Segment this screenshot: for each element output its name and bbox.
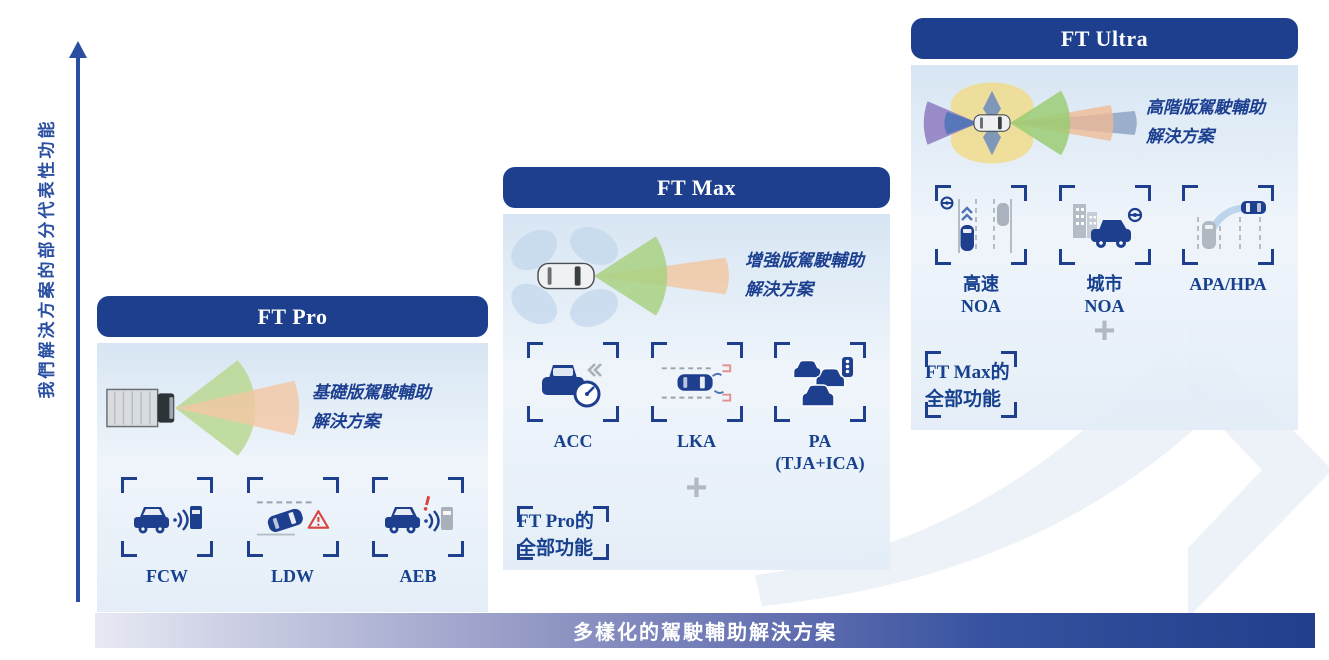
- feature-item-fcw: FCW: [117, 477, 217, 587]
- aeb-automatic-emergency-braking-icon: [385, 495, 453, 534]
- product-card-ft-ultra: FT Ultra: [911, 18, 1298, 430]
- inherited-features-box: FT Pro的全部功能: [517, 506, 609, 560]
- inherited-features-label: FT Pro的全部功能: [517, 511, 594, 559]
- feature-frame: [774, 342, 866, 422]
- solution-description: 高階版駕駛輔助 解決方案: [1146, 98, 1265, 146]
- pa-traffic-jam-assist-icon: [793, 357, 853, 407]
- card-title: FT Ultra: [1060, 25, 1149, 51]
- feature-label: FCW: [146, 566, 188, 586]
- product-card-ft-pro: FT Pro 基礎版駕駛輔助 解決方案: [97, 296, 488, 612]
- feature-label: LDW: [270, 566, 314, 586]
- capability-axis-line: [76, 56, 80, 602]
- feature-frame: [650, 342, 743, 422]
- feature-item-apa-hpa: APA/HPA: [1178, 185, 1278, 295]
- plus-icon: +: [685, 467, 708, 509]
- inherited-features-box: FT Max的全部功能: [925, 350, 1017, 418]
- feature-label: AEB: [399, 566, 437, 586]
- bottom-banner: 多樣化的駕駛輔助解決方案: [95, 613, 1315, 648]
- city-noa-icon: [1072, 204, 1142, 248]
- apa-hpa-auto-parking-icon: [1197, 201, 1266, 253]
- car-360-multi-sensor-icon: [923, 82, 1137, 164]
- sensor-row: 基礎版駕駛輔助 解決方案: [97, 349, 488, 467]
- feature-label: 城市 NOA: [1084, 274, 1125, 316]
- card-title: FT Pro: [257, 303, 328, 329]
- solution-description: 增強版駕駛輔助 解決方案: [745, 251, 864, 299]
- highway-noa-icon: [940, 196, 1012, 253]
- feature-label: 高速 NOA: [961, 274, 1001, 316]
- card-header: FT Ultra: [911, 18, 1298, 59]
- feature-frame: [372, 477, 464, 557]
- capability-axis-label: 我們解決方案的部分代表性功能: [37, 118, 57, 399]
- truck-front-sensor-cones-icon: [106, 360, 300, 456]
- sensor-row: 增強版駕駛輔助 解決方案: [503, 220, 890, 332]
- feature-item-pa: PA (TJA+ICA): [770, 342, 870, 474]
- feature-item-highway-noa: 高速 NOA: [931, 185, 1031, 317]
- card-body: 高階版駕駛輔助 解決方案: [911, 65, 1298, 430]
- fcw-forward-collision-warning-icon: [134, 506, 202, 534]
- features-row: 高速 NOA: [911, 185, 1298, 317]
- card-body: 基礎版駕駛輔助 解決方案: [97, 343, 488, 612]
- acc-adaptive-cruise-icon: [542, 363, 602, 408]
- feature-frame: [935, 185, 1027, 265]
- feature-item-city-noa: 城市 NOA: [1055, 185, 1155, 317]
- card-header: FT Pro: [97, 296, 488, 337]
- feature-label: ACC: [553, 431, 593, 451]
- features-row: FCW: [97, 477, 488, 587]
- inherited-features-label: FT Max的全部功能: [925, 362, 1010, 411]
- feature-item-ldw: LDW: [243, 477, 343, 587]
- ldw-lane-departure-warning-icon: [256, 501, 329, 536]
- product-card-ft-max: FT Max 增強版駕駛輔助: [503, 167, 890, 570]
- capability-axis-arrowhead-icon: [69, 41, 87, 58]
- feature-frame: [1058, 185, 1151, 265]
- solution-description: 基礎版駕駛輔助 解決方案: [312, 383, 431, 431]
- car-corner-radar-cones-icon: [511, 227, 729, 327]
- feature-item-lka: LKA: [647, 342, 747, 452]
- lka-lane-keep-assist-icon: [661, 364, 731, 402]
- plus-icon: +: [1093, 310, 1116, 352]
- card-title: FT Max: [657, 174, 736, 200]
- feature-label: PA (TJA+ICA): [775, 431, 865, 473]
- feature-item-acc: ACC: [523, 342, 623, 452]
- card-body: 增強版駕駛輔助 解決方案: [503, 214, 890, 570]
- feature-item-aeb: AEB: [368, 477, 468, 587]
- feature-frame: [1182, 185, 1274, 265]
- feature-label: APA/HPA: [1189, 274, 1267, 294]
- feature-frame: [527, 342, 619, 422]
- feature-frame: [246, 477, 339, 557]
- feature-frame: [121, 477, 213, 557]
- card-header: FT Max: [503, 167, 890, 208]
- features-row: ACC: [503, 342, 890, 474]
- feature-label: LKA: [676, 431, 716, 451]
- sensor-row: 高階版駕駛輔助 解決方案: [911, 71, 1298, 175]
- bottom-banner-label: 多樣化的駕駛輔助解決方案: [573, 622, 837, 644]
